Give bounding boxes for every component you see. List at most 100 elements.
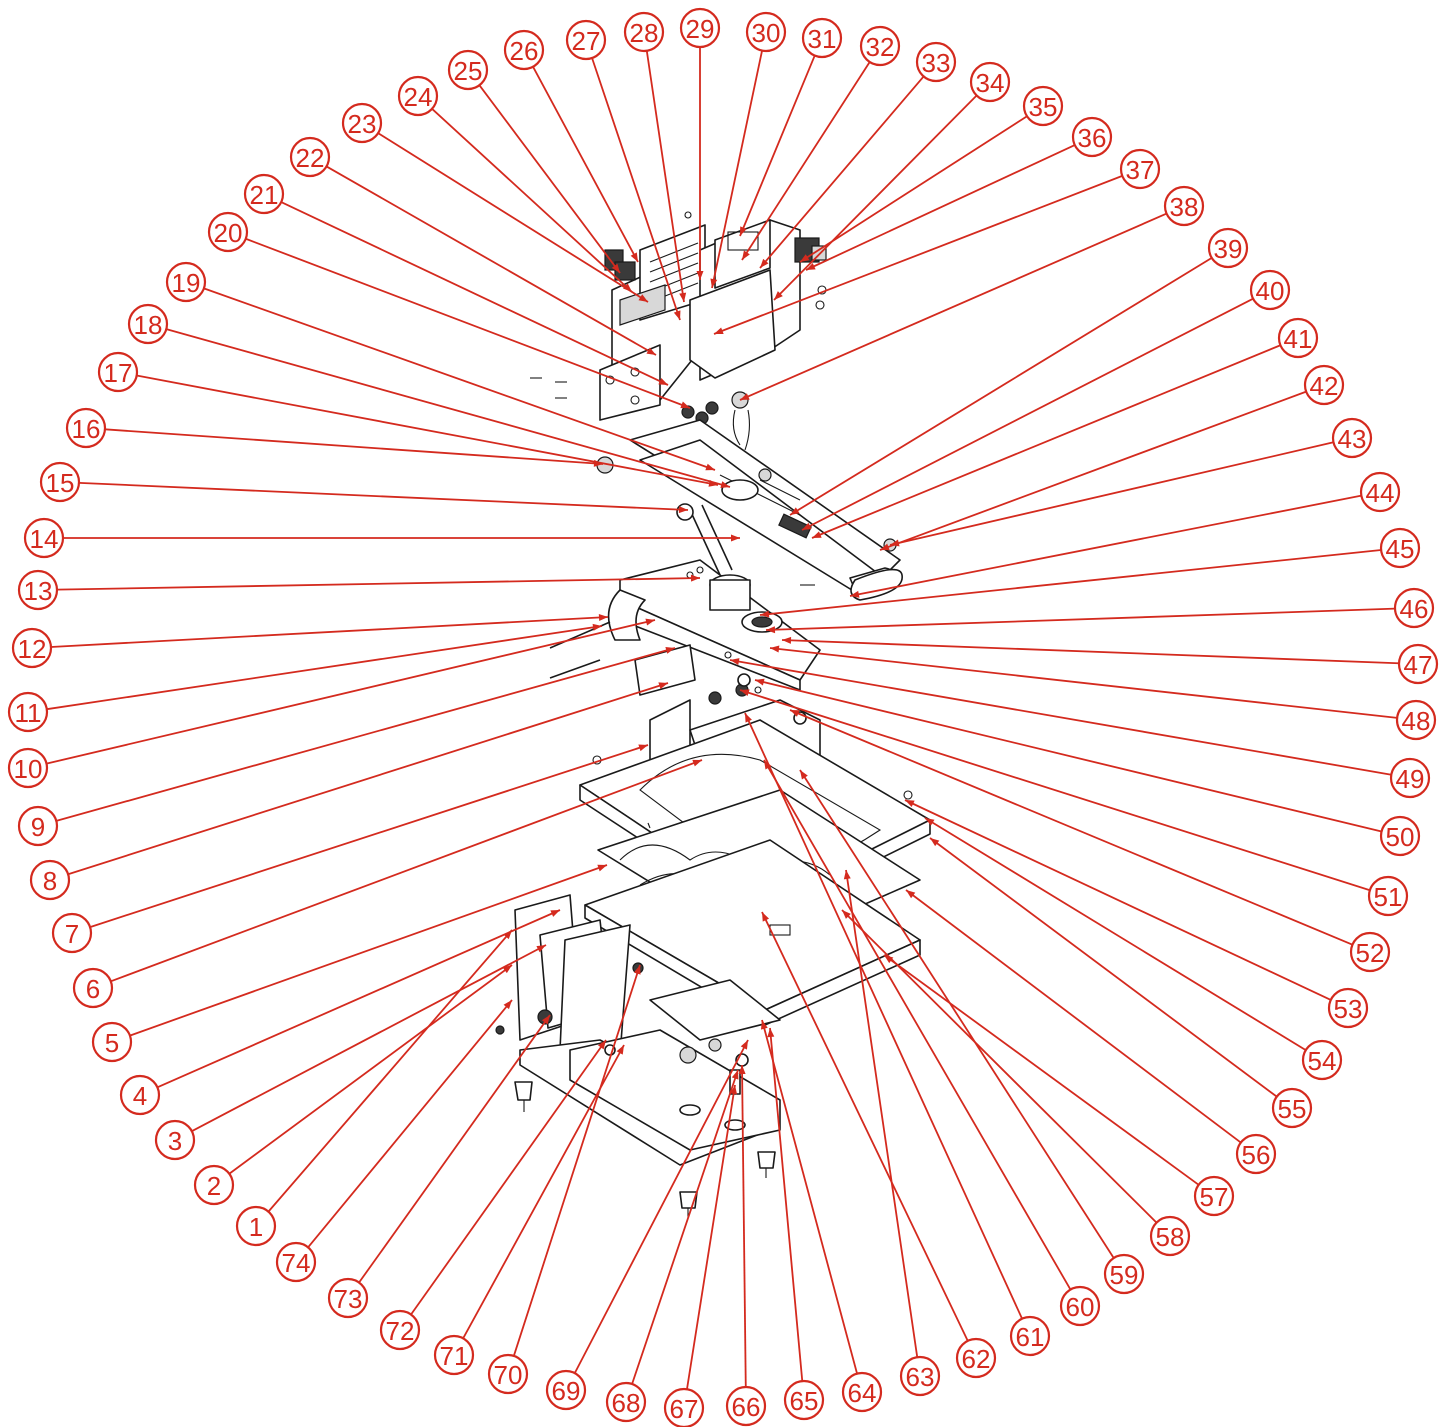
callout-circle-39 xyxy=(1207,227,1249,269)
leader-arrow-28 xyxy=(679,292,687,302)
callout-30: 30 xyxy=(745,11,787,53)
leader-line-10 xyxy=(46,619,656,765)
callout-circle-32 xyxy=(859,25,901,67)
callout-number-5: 5 xyxy=(105,1028,119,1058)
callout-55: 55 xyxy=(1271,1087,1313,1129)
leader-line-15 xyxy=(78,481,689,511)
callout-60: 60 xyxy=(1059,1285,1101,1327)
callout-circle-6 xyxy=(72,967,114,1009)
callout-number-28: 28 xyxy=(630,18,659,48)
leader-line-50 xyxy=(754,679,1382,833)
callout-43: 43 xyxy=(1331,417,1373,459)
callout-circle-26 xyxy=(503,29,545,71)
callout-74: 74 xyxy=(275,1241,317,1283)
callout-circle-42 xyxy=(1303,364,1345,406)
leader-arrow-63 xyxy=(843,870,851,880)
callout-number-54: 54 xyxy=(1308,1046,1337,1076)
leader-line-23 xyxy=(377,132,649,303)
leader-line-42 xyxy=(879,390,1307,551)
leader-line-12 xyxy=(50,616,609,648)
callout-number-35: 35 xyxy=(1029,92,1058,122)
callout-73: 73 xyxy=(327,1277,369,1319)
callout-61: 61 xyxy=(1009,1315,1051,1357)
leader-line-68 xyxy=(631,1069,739,1385)
leader-line-17 xyxy=(136,374,719,486)
leader-line-48 xyxy=(769,647,1398,719)
leader-arrow-56 xyxy=(906,890,916,899)
callout-circle-33 xyxy=(915,41,957,83)
callout-circle-9 xyxy=(17,805,59,847)
callout-number-27: 27 xyxy=(572,26,601,56)
callout-2: 2 xyxy=(193,1164,235,1206)
callout-number-30: 30 xyxy=(752,18,781,48)
callout-13: 13 xyxy=(17,569,59,611)
leader-line-35 xyxy=(799,115,1028,263)
leader-arrow-68 xyxy=(731,1070,739,1080)
leader-line-11 xyxy=(46,625,603,711)
callout-number-60: 60 xyxy=(1066,1292,1095,1322)
callout-62: 62 xyxy=(955,1337,997,1379)
base-frame-assembly xyxy=(495,894,781,1218)
leader-line-28 xyxy=(645,50,685,303)
leader-arrow-71 xyxy=(616,1045,624,1055)
leader-arrow-72 xyxy=(597,1040,606,1050)
callout-number-45: 45 xyxy=(1386,534,1415,564)
callout-number-1: 1 xyxy=(249,1212,263,1242)
callout-37: 37 xyxy=(1119,148,1161,190)
callout-circle-31 xyxy=(801,17,843,59)
callout-circle-3 xyxy=(154,1119,196,1161)
callout-number-46: 46 xyxy=(1400,594,1429,624)
leader-line-44 xyxy=(849,494,1362,597)
callout-1: 1 xyxy=(235,1205,277,1247)
leader-line-4 xyxy=(157,909,561,1089)
callout-number-9: 9 xyxy=(31,812,45,842)
callout-number-64: 64 xyxy=(848,1378,877,1408)
leader-arrow-50 xyxy=(755,678,765,686)
leader-line-13 xyxy=(56,577,701,591)
callout-circle-21 xyxy=(243,173,285,215)
callout-number-11: 11 xyxy=(15,698,42,728)
callout-circle-64 xyxy=(841,1371,883,1413)
callout-number-20: 20 xyxy=(214,218,243,248)
leader-line-20 xyxy=(245,237,691,409)
callout-circle-53 xyxy=(1327,987,1369,1029)
leader-line-26 xyxy=(532,66,639,263)
callout-circle-14 xyxy=(23,517,65,559)
callout-circle-12 xyxy=(11,627,53,669)
callout-21: 21 xyxy=(243,173,285,215)
callout-circle-20 xyxy=(207,211,249,253)
leader-arrow-40 xyxy=(802,522,812,530)
callout-number-10: 10 xyxy=(14,754,43,784)
leader-arrow-22 xyxy=(646,347,656,355)
callout-circle-37 xyxy=(1119,148,1161,190)
callout-42: 42 xyxy=(1303,364,1345,406)
callout-circle-49 xyxy=(1389,757,1431,799)
leader-line-47 xyxy=(781,639,1400,665)
leader-arrow-57 xyxy=(884,955,894,964)
callout-number-50: 50 xyxy=(1386,822,1415,852)
leader-arrow-34 xyxy=(774,291,783,300)
leader-arrow-35 xyxy=(800,254,810,262)
callout-circle-41 xyxy=(1277,317,1319,359)
leader-line-49 xyxy=(729,659,1392,776)
callout-51: 51 xyxy=(1367,875,1409,917)
leader-arrow-7 xyxy=(638,744,648,752)
callout-circle-13 xyxy=(17,569,59,611)
leader-arrow-21 xyxy=(658,377,668,385)
callout-circle-38 xyxy=(1163,185,1205,227)
callout-54: 54 xyxy=(1301,1039,1343,1081)
leader-arrow-69 xyxy=(740,1040,748,1050)
leader-arrow-37 xyxy=(714,327,724,335)
callout-circle-15 xyxy=(39,461,81,503)
callout-70: 70 xyxy=(487,1353,529,1395)
leader-line-54 xyxy=(924,817,1307,1051)
callout-circle-47 xyxy=(1397,643,1439,685)
callout-circle-28 xyxy=(623,11,665,53)
leader-arrow-58 xyxy=(842,910,851,919)
leader-line-33 xyxy=(759,75,925,269)
callout-number-12: 12 xyxy=(18,634,47,664)
callout-66: 66 xyxy=(725,1385,767,1427)
leader-line-2 xyxy=(228,964,513,1175)
leader-arrow-44 xyxy=(850,590,860,598)
